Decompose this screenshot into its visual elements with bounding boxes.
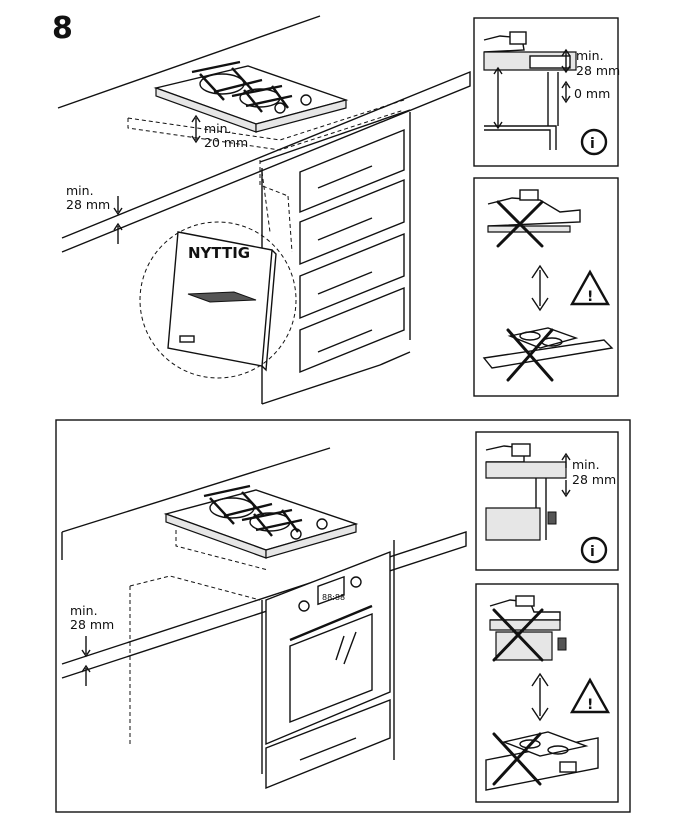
gas-hob-top [153, 60, 349, 133]
svg-text:!: ! [587, 289, 593, 305]
warning-triangle-icon [569, 269, 611, 306]
oven-display: 88:88 [322, 593, 345, 602]
nyttig-booklet: NYTTIG [167, 231, 277, 372]
bottom-side-clearance-line2: 28 mm [70, 617, 114, 632]
bottom-info-label-line2: 28 mm [572, 472, 616, 487]
cross-out-icon [496, 200, 544, 248]
side-clearance-label-line1: min. [66, 183, 94, 198]
info-icon-bottom [580, 536, 608, 564]
bottom-side-clearance-line1: min. [70, 603, 98, 618]
side-clearance-label-line2: 28 mm [66, 197, 110, 212]
countertop-gap-label-line2: 20 mm [204, 135, 248, 150]
svg-text:i: i [590, 544, 595, 560]
top-warning-panel: ! [473, 177, 619, 397]
top-info-panel: min. 28 mm 0 mm i [473, 17, 620, 167]
countertop-gap-label-line1: min. [204, 121, 232, 136]
info-top-label-line2: 28 mm [576, 63, 620, 78]
svg-text:!: ! [587, 697, 593, 713]
gas-hob-bottom [163, 484, 359, 559]
info-bottom-label: 0 mm [574, 86, 610, 101]
bottom-warning-panel: ! [475, 583, 619, 803]
top-kitchen-scene: min. 20 mm min. 28 mm NYTTIG [57, 15, 471, 405]
booklet-title: NYTTIG [188, 244, 250, 262]
bottom-info-label-line1: min. [572, 457, 600, 472]
bottom-info-panel: min. 28 mm i [475, 431, 619, 571]
info-top-label-line1: min. [576, 48, 604, 63]
info-icon [580, 128, 608, 156]
svg-text:i: i [590, 136, 595, 152]
built-in-oven: 88:88 [265, 550, 391, 746]
double-arrow-vertical-icon [531, 264, 549, 312]
step-number: 8 [52, 11, 73, 46]
bottom-kitchen-scene: 88:88 min. 28 mm [55, 419, 631, 813]
